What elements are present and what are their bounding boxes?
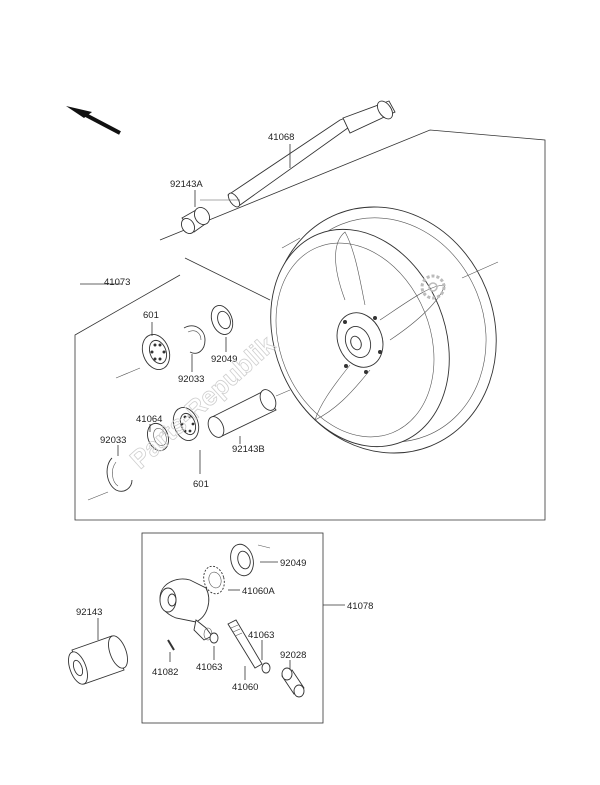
wheel-frame-outline [74, 129, 546, 521]
label-pin: 41082 [152, 667, 178, 678]
label-pinion: 41060 [232, 682, 258, 693]
label-collar-bottom: 92143 [76, 607, 102, 618]
oil-seal-box [230, 543, 271, 577]
label-meter-gear-assy: 41078 [347, 601, 373, 612]
washer-left [209, 632, 219, 644]
bushing [281, 667, 305, 698]
spacer [207, 389, 291, 438]
hub-collar [147, 422, 169, 452]
axle-shaft [200, 100, 396, 208]
meter-gear-box-outline [141, 532, 345, 724]
collar-top [180, 207, 210, 234]
label-washer-a: 41063 [196, 662, 222, 673]
collar-bottom [68, 635, 128, 685]
label-seal-box: 92049 [280, 558, 306, 569]
circlip-top [183, 325, 206, 354]
meter-gear-housing [159, 578, 213, 641]
gear-logo-icon [420, 274, 446, 300]
circlip-bottom [87, 457, 133, 501]
label-washer-b: 41063 [248, 630, 274, 641]
front-direction-arrow-icon [66, 106, 121, 135]
label-collar-top: 92143A [170, 179, 203, 190]
washer-right [261, 662, 271, 674]
label-circlip-top: 92033 [178, 374, 204, 385]
bearing-bottom [172, 407, 200, 441]
label-hub-collar: 41064 [136, 414, 162, 425]
label-bearing-top: 601 [143, 310, 159, 321]
pinion-shaft [227, 619, 263, 669]
label-circlip-bottom: 92033 [100, 435, 126, 446]
label-bushing: 92028 [280, 650, 306, 661]
wheel-rim [270, 206, 499, 454]
label-bearing-kit: 41073 [104, 277, 130, 288]
label-gear: 41060A [242, 586, 275, 597]
label-spacer: 92143B [232, 444, 265, 455]
drive-gear [203, 565, 225, 595]
label-bearing-bottom: 601 [193, 479, 209, 490]
label-axle: 41068 [268, 132, 294, 143]
label-seal-top: 92049 [211, 354, 237, 365]
bearing-top [115, 334, 171, 379]
oil-seal-top [210, 305, 234, 335]
pin [167, 639, 175, 651]
